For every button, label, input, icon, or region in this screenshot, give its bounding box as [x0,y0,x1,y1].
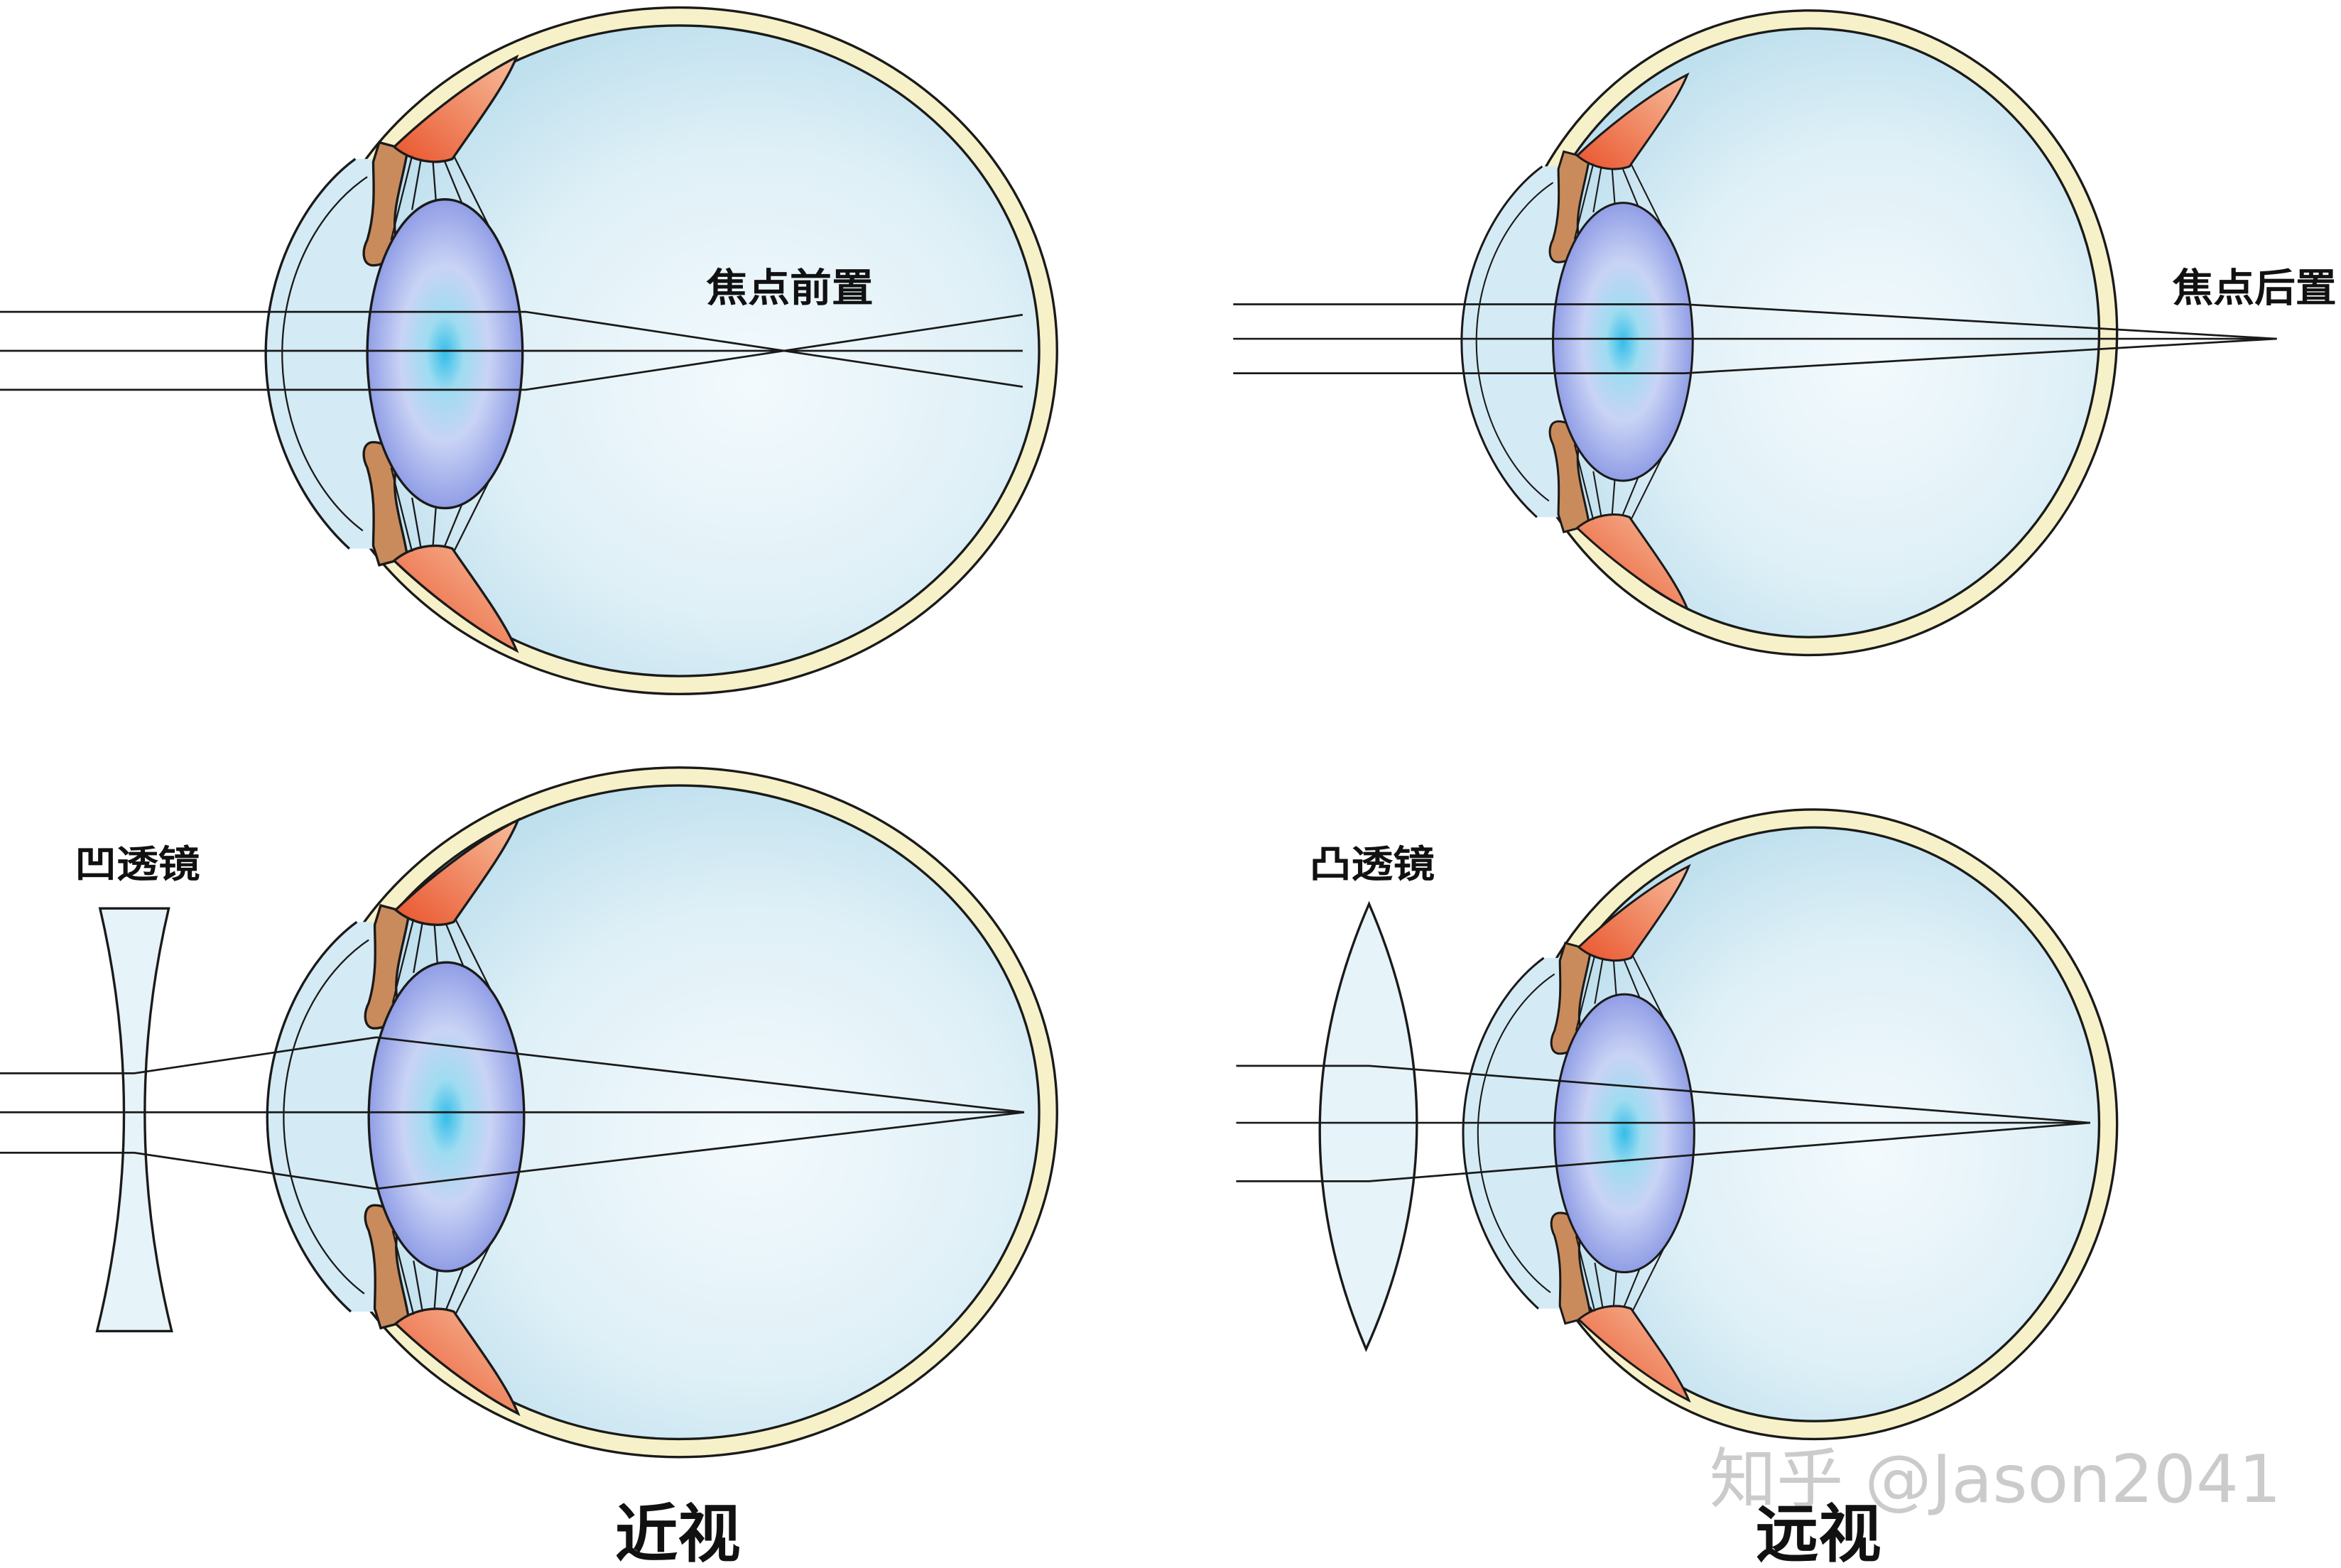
light-rays-myopia [0,310,1023,391]
label-concave-lens: 凹透镜 [75,843,200,886]
eye-hyperopia-corrected [1462,808,2119,1441]
ray-top [1233,303,2277,340]
ray-bottom [0,1111,1025,1190]
label-focus-front: 焦点前置 [706,265,873,310]
ray-top [0,1036,1025,1114]
convex-lens [1318,900,1418,1353]
light-rays-hyperopia [1233,303,2277,374]
ray-bottom [1236,1121,2090,1182]
concave-lens [95,907,173,1333]
light-rays-hyperopia-corrected [1236,1065,2090,1182]
ray-top [1236,1065,2090,1124]
light-rays-myopia-corrected [0,1036,1025,1190]
caption-hyperopia: 远视 [1756,1498,1881,1568]
label-convex-lens: 凸透镜 [1309,843,1435,886]
ray-top [0,310,1023,388]
ray-bottom [1233,337,2277,374]
watermark: 知乎 @Jason2041 [1710,1441,2281,1518]
ray-bottom [0,313,1023,391]
eye-hyperopia-uncorrected [1460,9,2119,657]
label-focus-back: 焦点后置 [2172,265,2336,310]
caption-myopia: 近视 [615,1498,741,1568]
